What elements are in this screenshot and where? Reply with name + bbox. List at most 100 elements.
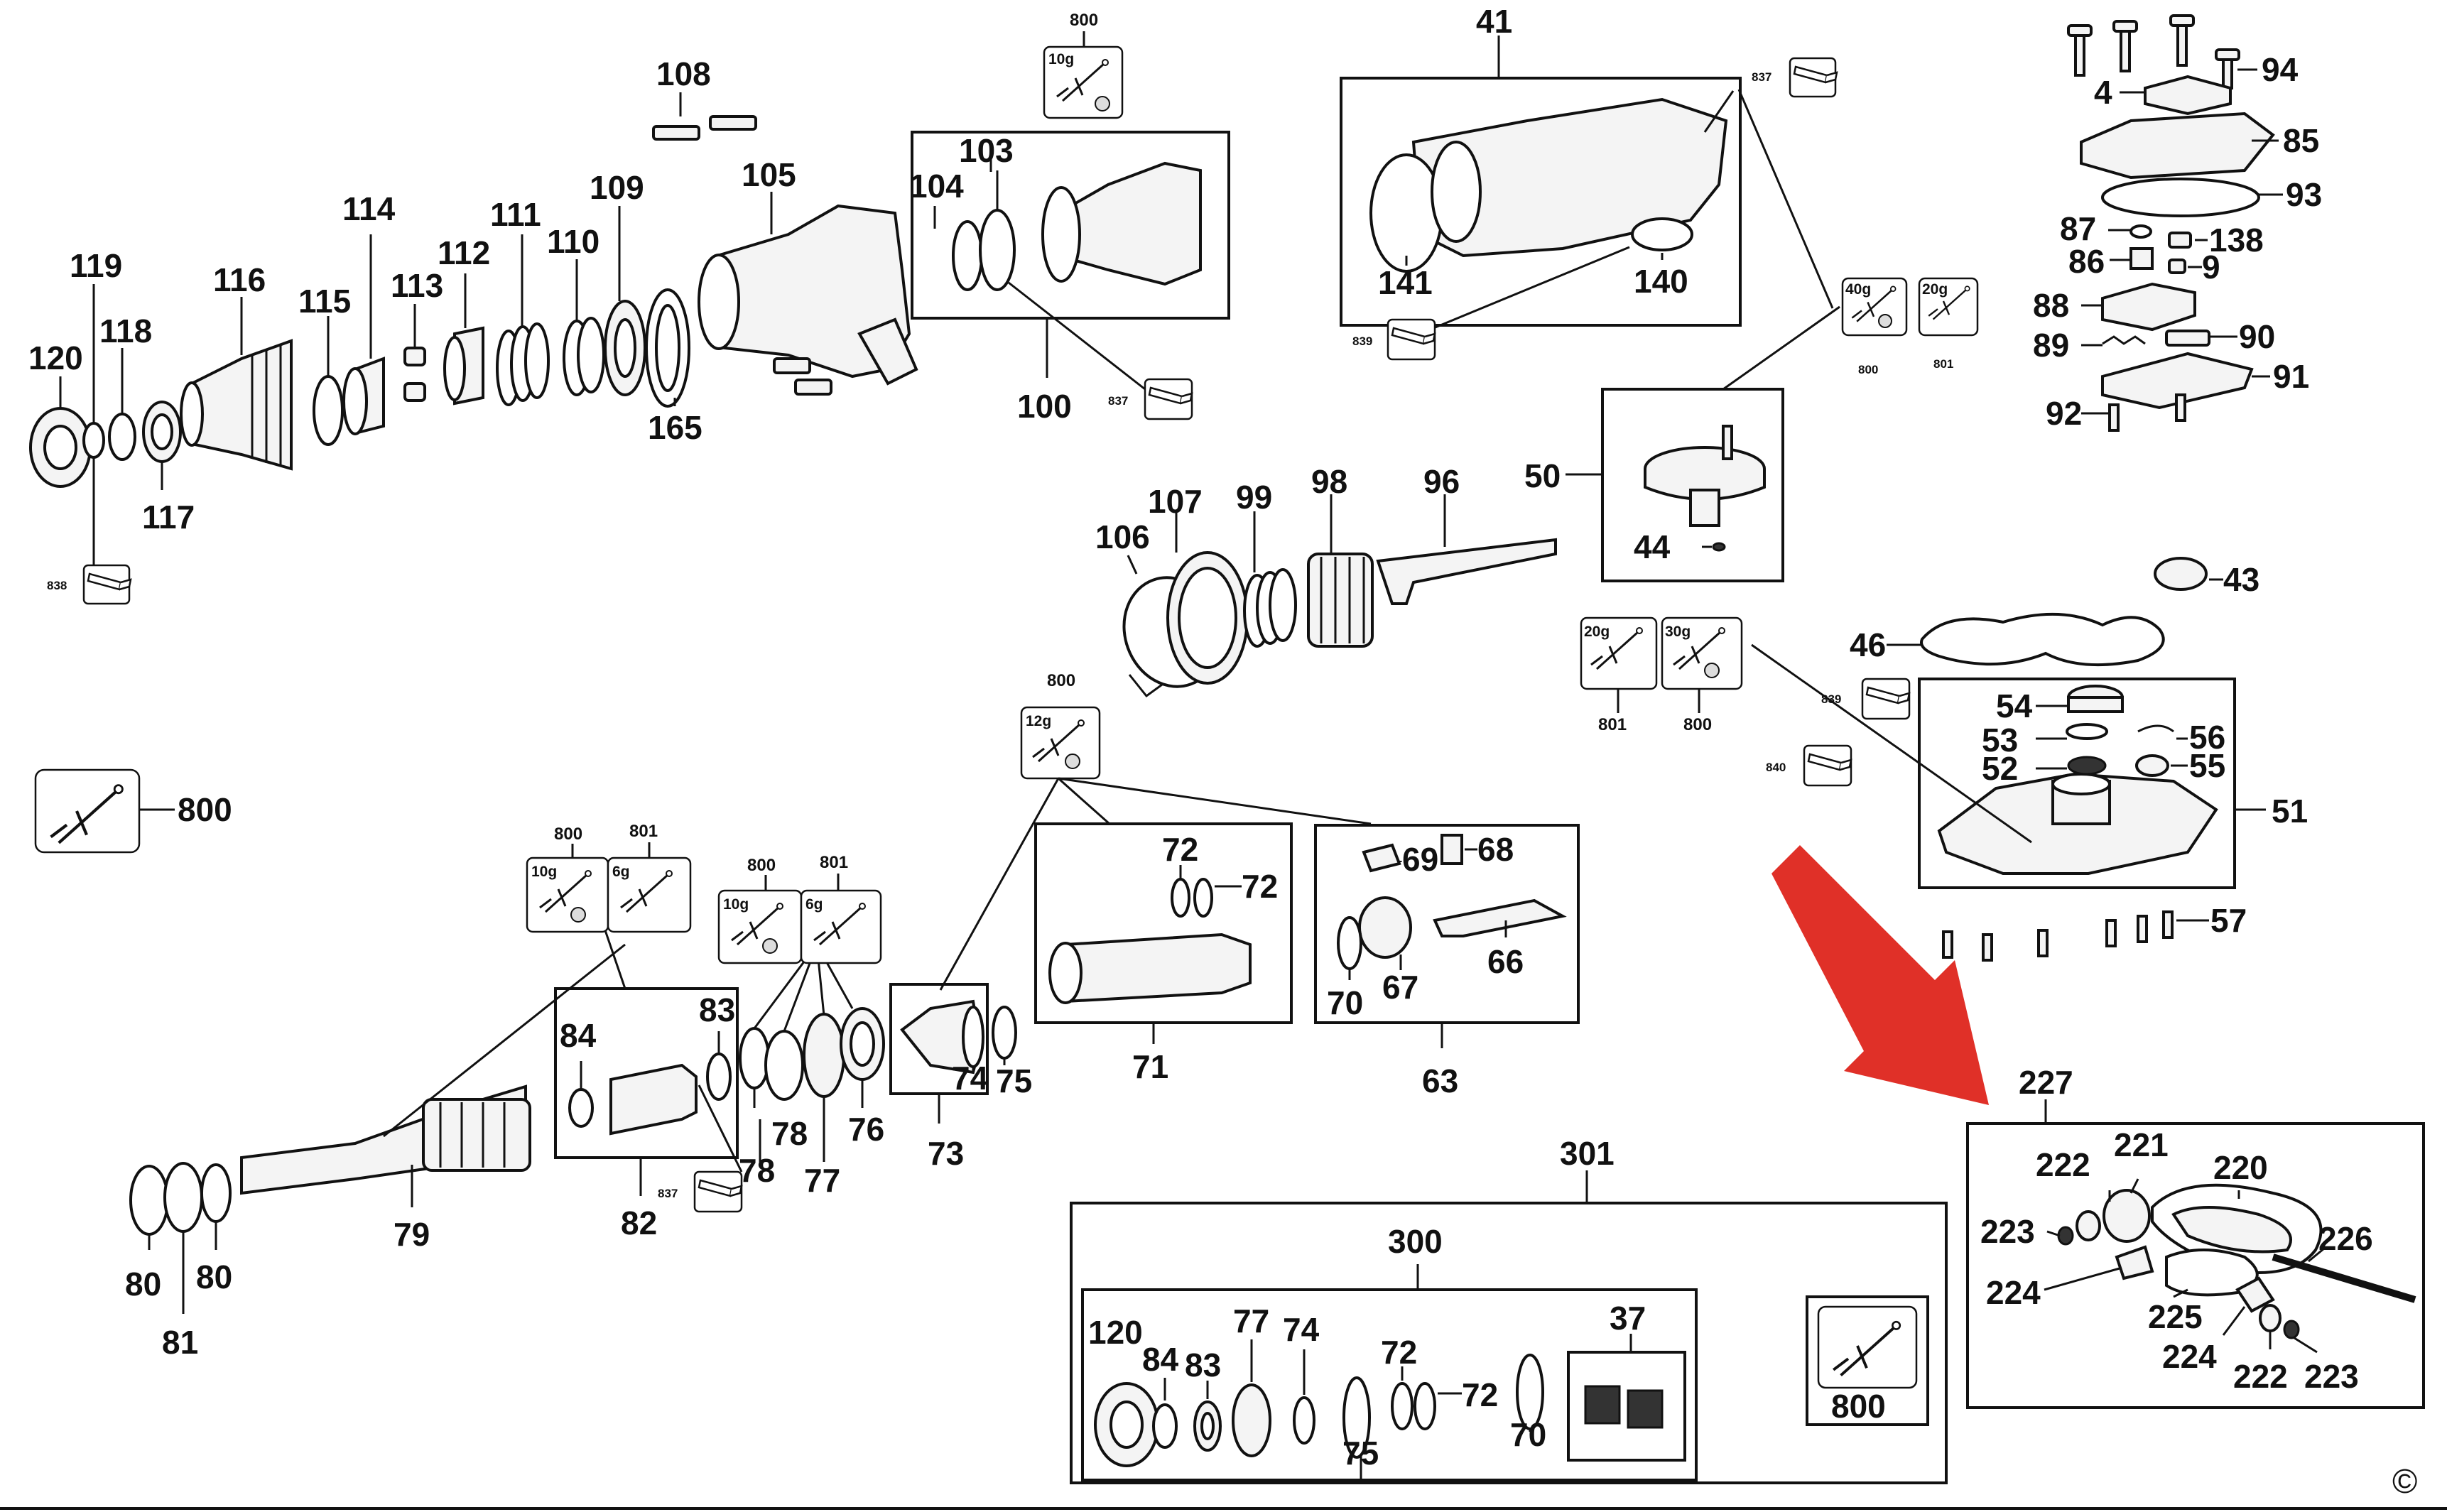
callout-840: 840	[1766, 744, 1852, 787]
label-73: 73	[928, 1135, 964, 1172]
kit-label-77: 77	[1233, 1302, 1269, 1339]
grease-30g: 30g	[1665, 624, 1691, 640]
label-223a: 223	[1980, 1213, 2035, 1250]
callout-800-c-label: 800	[1683, 715, 1712, 734]
label-66: 66	[1487, 943, 1524, 980]
callout-838-label: 838	[47, 579, 67, 592]
callout-800-mid-label: 800	[1047, 671, 1075, 690]
label-111: 111	[490, 196, 541, 233]
label-83: 83	[699, 991, 735, 1028]
label-223b: 223	[2304, 1358, 2359, 1395]
label-165: 165	[648, 409, 702, 446]
label-63: 63	[1422, 1062, 1458, 1099]
group-50: 50 44	[1524, 305, 1840, 582]
callout-839-b: 839	[1821, 678, 1911, 720]
label-51: 51	[2272, 793, 2308, 830]
label-117: 117	[142, 499, 195, 535]
label-108: 108	[656, 55, 711, 92]
label-119: 119	[70, 247, 122, 284]
callout-801-b-label: 801	[1933, 357, 1953, 371]
label-75: 75	[996, 1062, 1032, 1099]
kit-label-83: 83	[1185, 1347, 1221, 1383]
label-93: 93	[2286, 176, 2322, 213]
label-91: 91	[2273, 358, 2309, 395]
label-46: 46	[1850, 626, 1886, 663]
group-41: 41 141 140	[1340, 3, 1834, 337]
callout-800-e-label: 800	[747, 856, 776, 875]
kit-label-120: 120	[1088, 1314, 1143, 1351]
callout-801-e-label: 801	[820, 853, 848, 872]
grease-20g-a: 20g	[1922, 281, 1948, 298]
group-middle-top: 106 107 99 98 96	[1095, 463, 1557, 698]
callout-801-c-label: 801	[1598, 715, 1627, 734]
group-100: 104 103 100	[909, 131, 1230, 425]
label-72b: 72	[1242, 868, 1278, 905]
grease-10g-top: 10g	[1048, 51, 1074, 67]
label-70: 70	[1327, 984, 1363, 1021]
callout-837-a-label: 837	[1752, 70, 1772, 84]
group-top-right: 94 4 85 93 87 138 86 9 88 89 90 91 92	[2033, 14, 2322, 432]
label-52: 52	[1982, 750, 2018, 787]
label-300: 300	[1388, 1223, 1443, 1260]
label-301: 301	[1560, 1135, 1615, 1172]
label-77: 77	[804, 1162, 840, 1199]
callout-838: 838	[47, 564, 132, 605]
label-88: 88	[2033, 287, 2069, 324]
group-301: 301 300 37 120 84 83 77 74 75 72 72 70 8…	[1070, 1135, 1948, 1484]
label-96: 96	[1423, 463, 1460, 500]
label-120: 120	[28, 339, 83, 376]
kit-label-72b: 72	[1462, 1376, 1498, 1413]
label-224a: 224	[1986, 1274, 2041, 1311]
label-9: 9	[2202, 249, 2220, 285]
kit-label-800: 800	[1831, 1388, 1886, 1425]
group-51: 43 46 54 53 56 52 55 51 57	[1751, 557, 2308, 962]
red-arrow-indicator	[1772, 845, 1989, 1105]
label-141: 141	[1378, 264, 1433, 301]
label-76: 76	[848, 1111, 884, 1148]
label-41: 41	[1476, 3, 1512, 40]
callout-800-mid: 800 12g	[939, 671, 1372, 991]
callout-837-a: 837	[1752, 57, 1838, 98]
label-54: 54	[1996, 687, 2033, 724]
label-105: 105	[742, 156, 796, 193]
grease-6g-b: 6g	[612, 864, 630, 880]
label-67: 67	[1382, 969, 1418, 1006]
label-226: 226	[2318, 1220, 2373, 1257]
label-72a: 72	[1162, 831, 1198, 868]
label-80b: 80	[196, 1258, 232, 1295]
callout-800-big: 800	[34, 768, 232, 854]
kit-label-70: 70	[1510, 1416, 1546, 1453]
label-98: 98	[1311, 463, 1347, 500]
label-115: 115	[298, 283, 351, 320]
label-79: 79	[394, 1216, 430, 1253]
label-69: 69	[1402, 841, 1438, 878]
grease-40g: 40g	[1845, 281, 1871, 298]
grease-10g-b: 10g	[531, 864, 557, 880]
label-112: 112	[438, 234, 490, 271]
label-110: 110	[547, 223, 599, 260]
callout-839-b-label: 839	[1821, 692, 1841, 706]
label-82: 82	[621, 1204, 657, 1241]
label-68: 68	[1477, 831, 1514, 868]
label-44: 44	[1634, 528, 1671, 565]
label-43: 43	[2223, 561, 2259, 598]
label-84: 84	[560, 1017, 597, 1054]
label-116: 116	[213, 261, 266, 298]
label-80a: 80	[125, 1266, 161, 1302]
callout-800-d-label: 800	[554, 825, 582, 844]
label-107: 107	[1148, 483, 1203, 520]
group-227: 227 222 221 220 223 226 224 225 224 222 …	[1966, 1064, 2425, 1409]
label-100: 100	[1017, 388, 1072, 425]
group-lower-left: 84 83 82 78 78 77 76 74 75 73 79 80 80 8…	[125, 930, 1032, 1361]
group-63: 69 68 66 70 67 63	[1314, 824, 1580, 1099]
callout-800-801-c: 20g 30g 801 800	[1580, 616, 1743, 734]
kit-label-74: 74	[1283, 1311, 1320, 1348]
kit-label-75: 75	[1342, 1435, 1379, 1472]
callout-839-a-label: 839	[1352, 335, 1372, 348]
grease-10g-c: 10g	[723, 896, 749, 913]
label-224b: 224	[2162, 1338, 2217, 1375]
label-81: 81	[162, 1324, 198, 1361]
label-227: 227	[2019, 1064, 2073, 1101]
label-78a: 78	[771, 1115, 808, 1152]
label-53: 53	[1982, 722, 2018, 758]
